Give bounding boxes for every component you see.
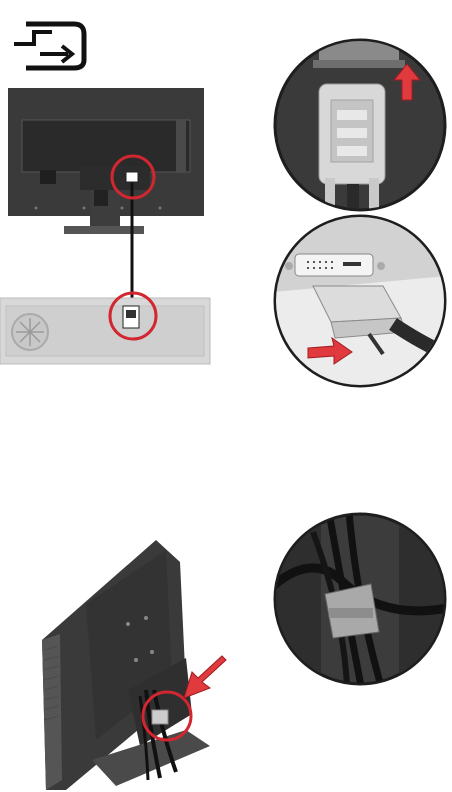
monitor-rear-with-cable-illustration [0, 86, 212, 368]
red-arrow-right-icon [306, 336, 354, 366]
cable-clip-detail-illustration [273, 512, 447, 686]
red-arrow-down-left-icon [180, 654, 230, 702]
connector-insert-detail-illustration [273, 214, 447, 388]
input-connector-icon [12, 20, 90, 72]
red-arrow-up-icon [392, 62, 422, 102]
